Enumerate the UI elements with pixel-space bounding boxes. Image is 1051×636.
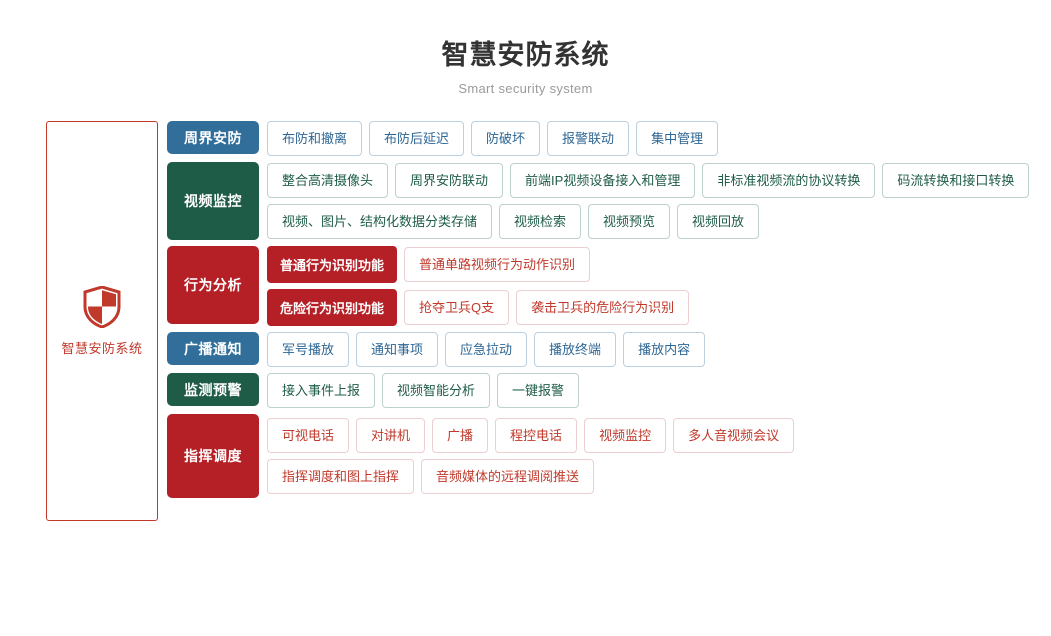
category-row-perimeter: 周界安防 布防和撤离 布防后延迟 防破坏 报警联动 集中管理	[167, 121, 1051, 156]
subrow: 军号播放 通知事项 应急拉动 播放终端 播放内容	[267, 332, 1051, 367]
subrow: 布防和撤离 布防后延迟 防破坏 报警联动 集中管理	[267, 121, 1051, 156]
feature-item[interactable]: 袭击卫兵的危险行为识别	[516, 290, 690, 325]
feature-item[interactable]: 视频预览	[588, 204, 671, 239]
root-system-label: 智慧安防系统	[61, 340, 143, 356]
feature-item[interactable]: 周界安防联动	[395, 163, 504, 198]
feature-item[interactable]: 音频媒体的远程调阅推送	[421, 459, 595, 494]
subcategory-label[interactable]: 普通行为识别功能	[267, 246, 398, 283]
architecture-diagram: 智慧安防系统 周界安防 布防和撤离 布防后延迟 防破坏 报警联动 集中管理 视频…	[0, 121, 1051, 521]
feature-item[interactable]: 接入事件上报	[267, 373, 376, 408]
subrow: 接入事件上报 视频智能分析 一键报警	[267, 373, 1051, 408]
subrows-command: 可视电话 对讲机 广播 程控电话 视频监控 多人音视频会议 指挥调度和图上指挥 …	[267, 414, 1051, 498]
feature-item[interactable]: 码流转换和接口转换	[882, 163, 1030, 198]
feature-item[interactable]: 前端IP视频设备接入和管理	[510, 163, 696, 198]
category-label-behavior[interactable]: 行为分析	[167, 246, 259, 324]
feature-item[interactable]: 可视电话	[267, 418, 350, 453]
subrow: 指挥调度和图上指挥 音频媒体的远程调阅推送	[267, 459, 1051, 494]
category-label-video[interactable]: 视频监控	[167, 162, 259, 240]
feature-item[interactable]: 对讲机	[356, 418, 426, 453]
category-row-monitor: 监测预警 接入事件上报 视频智能分析 一键报警	[167, 373, 1051, 408]
page-header: 智慧安防系统 Smart security system	[0, 0, 1051, 97]
category-label-command[interactable]: 指挥调度	[167, 414, 259, 498]
subrows-monitor: 接入事件上报 视频智能分析 一键报警	[267, 373, 1051, 408]
subcategory-label[interactable]: 危险行为识别功能	[267, 289, 398, 326]
feature-item[interactable]: 视频智能分析	[382, 373, 491, 408]
feature-item[interactable]: 布防和撤离	[267, 121, 363, 156]
feature-item[interactable]: 程控电话	[495, 418, 578, 453]
feature-item[interactable]: 抢夺卫兵Q支	[404, 290, 510, 325]
feature-item[interactable]: 普通单路视频行为动作识别	[404, 247, 591, 282]
feature-item[interactable]: 防破坏	[471, 121, 541, 156]
feature-item[interactable]: 视频监控	[584, 418, 667, 453]
category-row-command: 指挥调度 可视电话 对讲机 广播 程控电话 视频监控 多人音视频会议 指挥调度和…	[167, 414, 1051, 498]
feature-item[interactable]: 布防后延迟	[369, 121, 465, 156]
feature-item[interactable]: 一键报警	[497, 373, 580, 408]
shield-icon	[83, 285, 121, 328]
category-rows: 周界安防 布防和撤离 布防后延迟 防破坏 报警联动 集中管理 视频监控 整合高清…	[167, 121, 1051, 504]
feature-item[interactable]: 报警联动	[547, 121, 630, 156]
page-title: 智慧安防系统	[441, 40, 610, 70]
feature-item[interactable]: 集中管理	[636, 121, 719, 156]
root-system-panel: 智慧安防系统	[46, 121, 158, 521]
category-row-broadcast: 广播通知 军号播放 通知事项 应急拉动 播放终端 播放内容	[167, 332, 1051, 367]
feature-item[interactable]: 指挥调度和图上指挥	[267, 459, 415, 494]
feature-item[interactable]: 通知事项	[356, 332, 439, 367]
feature-item[interactable]: 视频检索	[499, 204, 582, 239]
feature-item[interactable]: 军号播放	[267, 332, 350, 367]
feature-item[interactable]: 非标准视频流的协议转换	[702, 163, 876, 198]
feature-item[interactable]: 播放内容	[623, 332, 706, 367]
subrow: 整合高清摄像头 周界安防联动 前端IP视频设备接入和管理 非标准视频流的协议转换…	[267, 163, 1051, 198]
subrows-broadcast: 军号播放 通知事项 应急拉动 播放终端 播放内容	[267, 332, 1051, 367]
subrow: 可视电话 对讲机 广播 程控电话 视频监控 多人音视频会议	[267, 418, 1051, 453]
feature-item[interactable]: 广播	[432, 418, 489, 453]
subrow: 普通行为识别功能 普通单路视频行为动作识别	[267, 246, 1051, 283]
page-subtitle: Smart security system	[458, 81, 593, 96]
category-row-video: 视频监控 整合高清摄像头 周界安防联动 前端IP视频设备接入和管理 非标准视频流…	[167, 162, 1051, 240]
subrows-perimeter: 布防和撤离 布防后延迟 防破坏 报警联动 集中管理	[267, 121, 1051, 156]
feature-item[interactable]: 视频回放	[677, 204, 760, 239]
feature-item[interactable]: 多人音视频会议	[673, 418, 795, 453]
subrows-video: 整合高清摄像头 周界安防联动 前端IP视频设备接入和管理 非标准视频流的协议转换…	[267, 162, 1051, 240]
feature-item[interactable]: 应急拉动	[445, 332, 528, 367]
category-label-monitor[interactable]: 监测预警	[167, 373, 259, 406]
category-row-behavior: 行为分析 普通行为识别功能 普通单路视频行为动作识别 危险行为识别功能 抢夺卫兵…	[167, 246, 1051, 326]
subrow: 视频、图片、结构化数据分类存储 视频检索 视频预览 视频回放	[267, 204, 1051, 239]
feature-item[interactable]: 视频、图片、结构化数据分类存储	[267, 204, 493, 239]
feature-item[interactable]: 整合高清摄像头	[267, 163, 389, 198]
category-label-perimeter[interactable]: 周界安防	[167, 121, 259, 154]
category-label-broadcast[interactable]: 广播通知	[167, 332, 259, 365]
subrows-behavior: 普通行为识别功能 普通单路视频行为动作识别 危险行为识别功能 抢夺卫兵Q支 袭击…	[267, 246, 1051, 326]
feature-item[interactable]: 播放终端	[534, 332, 617, 367]
subrow: 危险行为识别功能 抢夺卫兵Q支 袭击卫兵的危险行为识别	[267, 289, 1051, 326]
